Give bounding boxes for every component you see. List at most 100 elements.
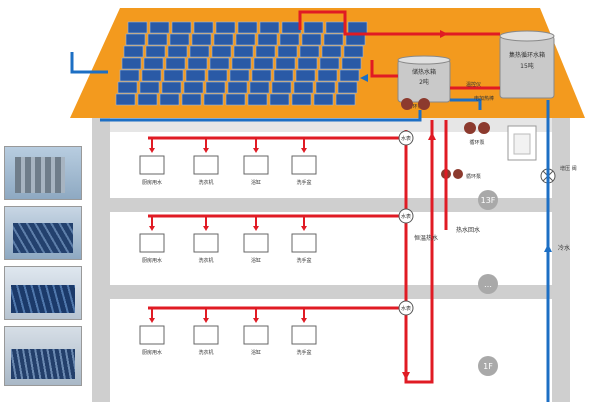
solar-panel xyxy=(171,21,192,34)
solar-panel xyxy=(323,33,344,46)
solar-panel xyxy=(299,45,320,58)
solar-panel xyxy=(143,57,164,70)
solar-panel xyxy=(137,93,158,106)
solar-panel xyxy=(251,69,272,82)
fixture-label: 浴缸 xyxy=(251,179,261,186)
photo-panels-2 xyxy=(4,266,82,320)
solar-panel xyxy=(321,45,342,58)
solar-panel xyxy=(231,57,252,70)
flow-arrow-icon xyxy=(149,318,155,323)
flow-arrow-icon xyxy=(203,148,209,153)
collector-tank-capacity: 15吨 xyxy=(520,62,534,70)
svg-text:1F: 1F xyxy=(483,362,493,371)
solar-panel xyxy=(339,69,360,82)
flow-arrow-icon xyxy=(301,148,307,153)
fixture-label: 洗衣机 xyxy=(198,179,213,186)
water-meter-icon xyxy=(398,130,414,146)
storage-tank-capacity: 2吨 xyxy=(419,78,429,86)
booster-label: 增压 阀 xyxy=(560,165,577,172)
floor-branches: 水表厨房用水洗衣机浴缸洗手盆水表厨房用水洗衣机浴缸洗手盆水表厨房用水洗衣机浴缸洗… xyxy=(139,130,414,356)
fixture-label: 洗手盆 xyxy=(296,257,311,264)
flow-arrow-icon xyxy=(253,318,259,323)
solar-panel xyxy=(225,93,246,106)
solar-panel xyxy=(193,21,214,34)
fixture-label: 浴缸 xyxy=(251,349,261,356)
basin-icon xyxy=(291,325,317,345)
sink-icon xyxy=(139,155,165,175)
solar-panel xyxy=(185,69,206,82)
solar-panel xyxy=(303,21,324,34)
solar-panel xyxy=(187,57,208,70)
solar-panel xyxy=(293,81,314,94)
solar-panel xyxy=(291,93,312,106)
solar-panel xyxy=(319,57,340,70)
solar-panel xyxy=(163,69,184,82)
bathtub-icon xyxy=(243,155,269,175)
solar-panel xyxy=(183,81,204,94)
solar-panel xyxy=(271,81,292,94)
solar-panel xyxy=(149,21,170,34)
water-meter-label: 水表 xyxy=(401,213,411,220)
bathtub-icon xyxy=(243,233,269,253)
fixture-label: 厨房用水 xyxy=(142,349,162,356)
pump-icon xyxy=(418,98,430,110)
flow-arrow-icon xyxy=(253,226,259,231)
cold-label: 冷水 xyxy=(558,244,570,252)
solar-panel xyxy=(301,33,322,46)
solar-panel xyxy=(169,33,190,46)
floor-slab xyxy=(92,198,570,212)
solar-panel xyxy=(211,45,232,58)
flow-arrow-icon xyxy=(253,148,259,153)
floor-badge-dots: … xyxy=(478,274,498,294)
solar-panel xyxy=(215,21,236,34)
temp-probe-label: 温控仪 xyxy=(466,81,481,88)
solar-panel xyxy=(281,21,302,34)
fixture-label: 厨房用水 xyxy=(142,179,162,186)
photo-column xyxy=(4,146,82,386)
solar-panel xyxy=(347,21,368,34)
washer-icon xyxy=(193,325,219,345)
pump-right-label: 循环泵 xyxy=(469,139,484,146)
washer-icon xyxy=(193,233,219,253)
water-meter-label: 水表 xyxy=(401,135,411,142)
pump-label: 循环泵 xyxy=(407,103,422,110)
pump-group-right: 循环泵 循环泵 xyxy=(441,122,490,180)
solar-panel xyxy=(247,93,268,106)
solar-panel xyxy=(317,69,338,82)
fixture-label: 洗衣机 xyxy=(198,349,213,356)
solar-panel xyxy=(207,69,228,82)
building xyxy=(92,118,570,402)
solar-panel xyxy=(227,81,248,94)
solar-panel xyxy=(341,57,362,70)
solar-panel xyxy=(139,81,160,94)
solar-panel xyxy=(161,81,182,94)
solar-panel xyxy=(205,81,226,94)
svg-text:13F: 13F xyxy=(481,196,496,205)
solar-panel xyxy=(203,93,224,106)
solar-panel xyxy=(253,57,274,70)
storage-tank-name: 储热水箱 xyxy=(412,68,436,76)
solar-panel xyxy=(257,33,278,46)
solar-panel xyxy=(233,45,254,58)
solar-panel xyxy=(119,69,140,82)
solar-panel xyxy=(237,21,258,34)
solar-panel xyxy=(275,57,296,70)
solar-panel xyxy=(115,93,136,106)
riser-pipes xyxy=(402,100,552,402)
solar-panel xyxy=(141,69,162,82)
floor-badge-13f: 13F xyxy=(478,190,498,210)
solar-panel xyxy=(295,69,316,82)
photo-panels-3 xyxy=(4,326,82,386)
water-meter-icon xyxy=(398,208,414,224)
constant-temp-label: 恒温热水 xyxy=(414,234,438,242)
solar-panel xyxy=(335,93,356,106)
collector-tank-name: 集热循环水箱 xyxy=(509,51,545,59)
water-meter-label: 水表 xyxy=(401,305,411,312)
basin-icon xyxy=(291,233,317,253)
collector-tank: 集热循环水箱 15吨 xyxy=(499,30,555,99)
solar-panel xyxy=(255,45,276,58)
water-meter-icon xyxy=(398,300,414,316)
flow-arrow-icon xyxy=(301,318,307,323)
washer-icon xyxy=(193,155,219,175)
